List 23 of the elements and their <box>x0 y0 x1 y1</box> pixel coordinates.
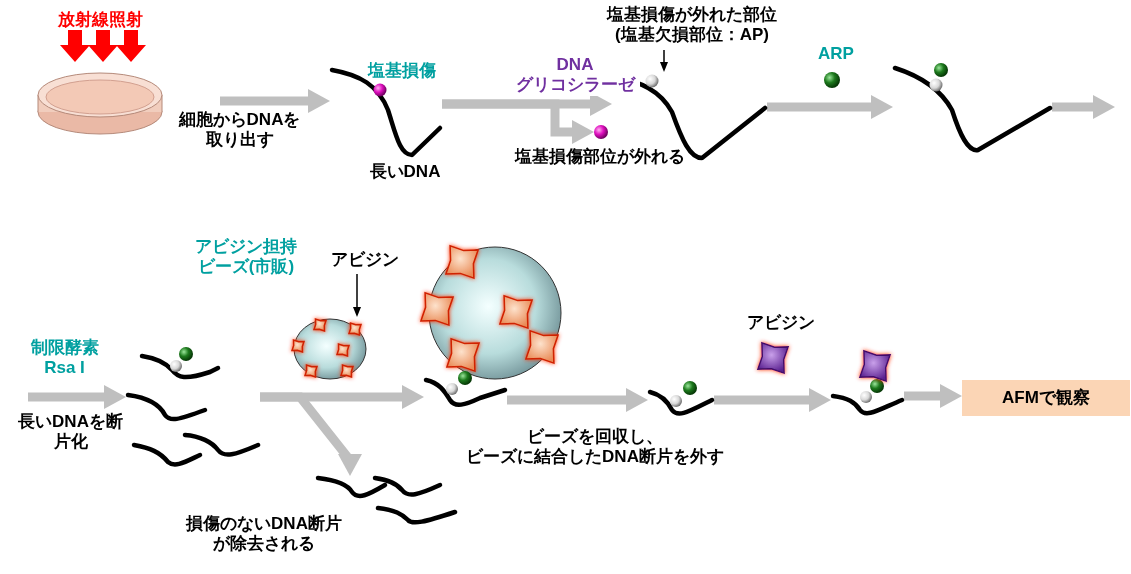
caption-text: 損傷のないDNA断片が除去される <box>184 514 343 555</box>
caption-text: ARP <box>817 44 855 65</box>
caption-text: アビジン <box>746 313 816 334</box>
result-box: AFMで観察 <box>962 380 1130 416</box>
note-text: 長いDNAを断片化 <box>18 412 123 453</box>
annotation-text: アビジン <box>315 250 415 274</box>
arrow <box>260 392 362 476</box>
caption-text: アビジン担持ビーズ(市販) <box>194 237 298 278</box>
caption-text: 長いDNA <box>368 162 442 183</box>
heading-text: 放射線照射 <box>56 10 144 31</box>
leader-line <box>660 49 668 73</box>
arrow <box>767 95 893 119</box>
arrow <box>442 99 594 144</box>
caption-text: 塩基損傷部位が外れる <box>513 147 686 168</box>
arrow <box>714 388 831 412</box>
arrow <box>507 388 648 412</box>
arrow <box>1052 95 1115 119</box>
arrow <box>904 384 962 408</box>
caption-text: 塩基損傷 <box>366 61 437 82</box>
arrow <box>28 385 126 409</box>
annotation-text: 塩基損傷が外れた部位(塩基欠損部位：AP) <box>602 5 782 50</box>
arrow <box>220 89 330 113</box>
leader-line <box>353 273 361 318</box>
